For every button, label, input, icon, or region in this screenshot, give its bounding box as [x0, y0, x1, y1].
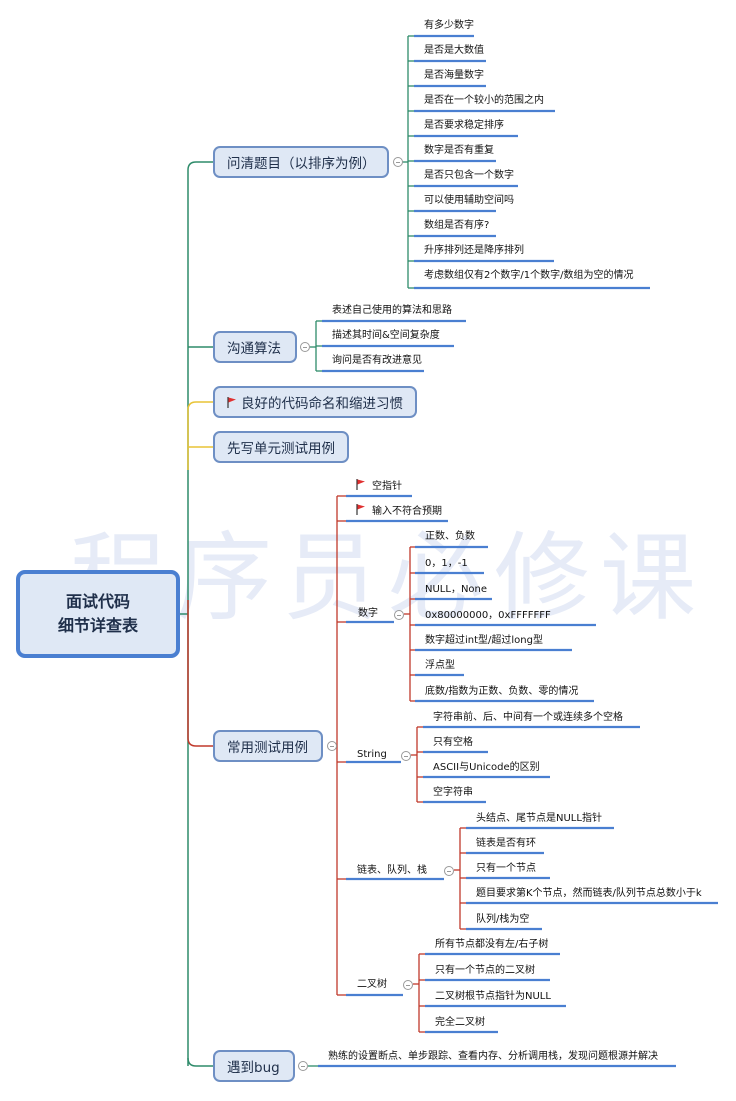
branch-unittest-label: 先写单元测试用例 [227, 441, 335, 457]
number-item-2: 0，1，-1 [425, 558, 468, 569]
string-item-2: 只有空格 [433, 737, 473, 748]
connector-3 [187, 401, 213, 470]
number-item-4: 0x80000000，0xFFFFFFF [425, 610, 551, 621]
clarify-item-10: 升序排列还是降序排列 [424, 245, 524, 256]
clarify-item-4: 是否在一个较小的范围之内 [424, 95, 544, 106]
number-item-5: 数字超过int型/超过long型 [425, 635, 543, 646]
testcase-tree-label: 二叉树 [357, 979, 387, 990]
number-item-1: 正数、负数 [425, 531, 475, 542]
tree-item-1: 所有节点都没有左/右子树 [435, 939, 549, 950]
string-item-4: 空字符串 [433, 787, 473, 798]
collapse-number-button[interactable] [394, 610, 404, 620]
bug-item-1: 熟练的设置断点、单步跟踪、查看内存、分析调用栈，发现问题根源并解决 [328, 1051, 658, 1062]
branch-testcases[interactable]: 常用测试用例 [213, 730, 323, 762]
number-item-7: 底数/指数为正数、负数、零的情况 [425, 686, 579, 697]
linked-item-4: 题目要求第K个节点，然而链表/队列节点总数小于k [476, 888, 702, 899]
communicate-item-2: 描述其时间&空间复杂度 [332, 330, 440, 341]
linked-item-5: 队列/栈为空 [476, 914, 530, 925]
testcase-string-label: String [357, 749, 387, 760]
root-node[interactable]: 面试代码 细节详查表 [16, 570, 180, 658]
collapse-testcases-button[interactable] [327, 741, 337, 751]
testcase-null-pointer: 空指针 [356, 479, 402, 494]
communicate-item-1: 表述自己使用的算法和思路 [332, 305, 452, 316]
clarify-item-11: 考虑数组仅有2个数字/1个数字/数组为空的情况 [424, 270, 634, 281]
testcase-bad-input-label: 输入不符合预期 [372, 506, 442, 517]
clarify-item-7: 是否只包含一个数字 [424, 170, 514, 181]
number-item-6: 浮点型 [425, 660, 455, 671]
collapse-clarify-button[interactable] [393, 157, 403, 167]
collapse-communicate-button[interactable] [300, 342, 310, 352]
red-flag-icon [227, 396, 236, 408]
string-item-3: ASCII与Unicode的区别 [433, 762, 540, 773]
connector-5 [187, 600, 213, 747]
linked-item-3: 只有一个节点 [476, 863, 536, 874]
branch-clarify-label: 问清题目（以排序为例） [227, 156, 376, 172]
clarify-item-3: 是否海量数字 [424, 70, 484, 81]
collapse-bug-button[interactable] [298, 1061, 308, 1071]
collapse-tree-button[interactable] [403, 980, 413, 990]
communicate-item-3: 询问是否有改进意见 [332, 355, 422, 366]
branch-bug-label: 遇到bug [227, 1060, 280, 1076]
red-flag-icon [356, 504, 366, 515]
red-flag-icon [356, 479, 366, 490]
clarify-item-1: 有多少数字 [424, 20, 474, 31]
branch-bug[interactable]: 遇到bug [213, 1050, 295, 1082]
tree-item-2: 只有一个节点的二叉树 [435, 965, 535, 976]
root-title-line1: 面试代码 [65, 592, 130, 611]
branch-communicate[interactable]: 沟通算法 [213, 331, 297, 363]
linked-item-2: 链表是否有环 [476, 838, 536, 849]
branch-unittest[interactable]: 先写单元测试用例 [213, 431, 349, 463]
tree-item-4: 完全二叉树 [435, 1017, 485, 1028]
clarify-item-5: 是否要求稳定排序 [424, 120, 504, 131]
testcase-number-label: 数字 [358, 608, 378, 619]
branch-clarify[interactable]: 问清题目（以排序为例） [213, 146, 389, 178]
clarify-item-9: 数组是否有序? [424, 220, 490, 231]
clarify-item-6: 数字是否有重复 [424, 145, 494, 156]
clarify-item-8: 可以使用辅助空间吗 [424, 195, 514, 206]
testcase-linked-label: 链表、队列、栈 [357, 865, 427, 876]
clarify-item-2: 是否是大数值 [424, 45, 484, 56]
connector-1 [187, 161, 213, 1066]
collapse-linked-button[interactable] [444, 866, 454, 876]
collapse-string-button[interactable] [401, 751, 411, 761]
testcase-null-pointer-label: 空指针 [372, 481, 402, 492]
branch-naming-label: 良好的代码命名和缩进习惯 [241, 396, 403, 412]
string-item-1: 字符串前、后、中间有一个或连续多个空格 [433, 712, 623, 723]
branch-testcases-label: 常用测试用例 [227, 740, 308, 756]
connector-6 [187, 1057, 213, 1067]
linked-item-1: 头结点、尾节点是NULL指针 [476, 813, 602, 824]
tree-item-3: 二叉树根节点指针为NULL [435, 991, 551, 1002]
number-item-3: NULL，None [425, 584, 488, 595]
root-title-line2: 细节详查表 [57, 616, 138, 635]
branch-communicate-label: 沟通算法 [227, 341, 281, 357]
branch-naming[interactable]: 良好的代码命名和缩进习惯 [213, 386, 417, 418]
testcase-bad-input: 输入不符合预期 [356, 504, 442, 519]
